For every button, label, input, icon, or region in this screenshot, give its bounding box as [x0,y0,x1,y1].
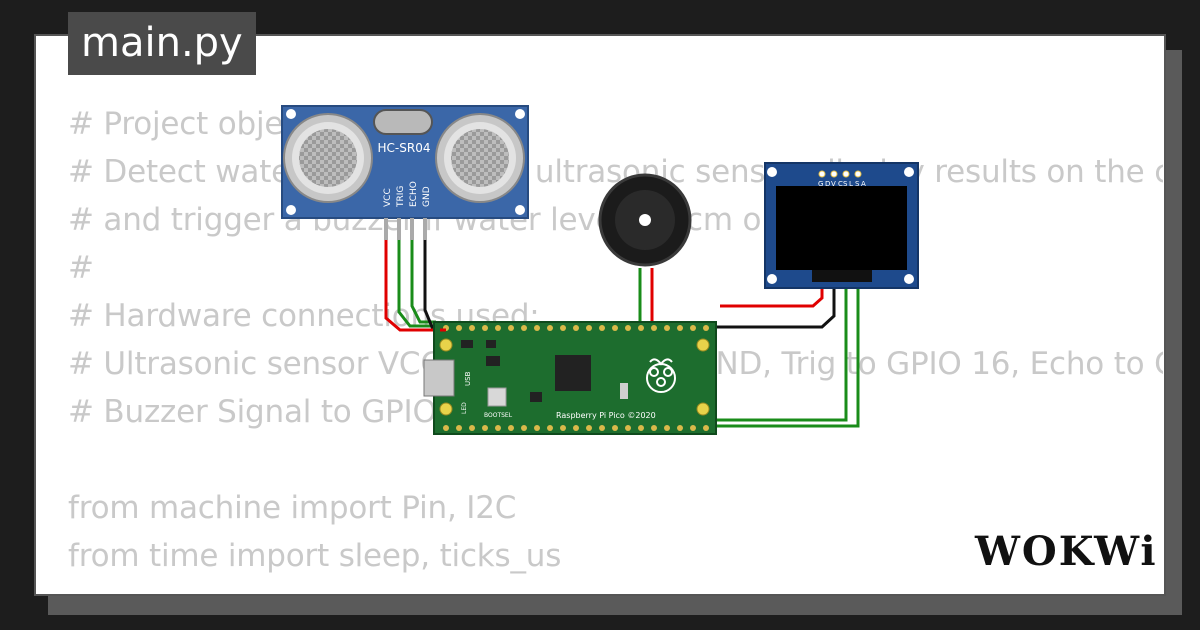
raspberry-logo-icon [646,358,676,393]
usb-port [423,359,455,397]
pico-label-visible: Raspberry Pi Pico ©2020 [556,411,656,420]
pin-label-vcc: VCC [383,188,393,207]
wire-trig[interactable] [397,240,438,328]
preview-card [34,34,1166,596]
pin-label-gnd: GND [422,186,432,207]
usb-label: USB [464,371,472,386]
ultrasonic-transducer-right [435,113,525,203]
oled-pin-g: G [818,180,823,188]
wire-vcc[interactable] [384,240,440,332]
wire-echo[interactable] [410,240,436,324]
oled-pin-d: D [825,180,830,188]
bootsel-label: BOOTSEL [484,412,513,419]
led-label: LED [461,402,468,414]
oled-pin-l: L [849,180,853,188]
bootsel-button[interactable] [487,387,507,407]
oled-pin-a: A [861,180,866,188]
ultrasonic-label: HC-SR04 [378,141,431,155]
code-line: # Detect water level using an ultrasonic… [68,154,1163,190]
file-tab[interactable]: main.py [68,12,256,75]
oled-display[interactable]: G D V C S L S A [764,162,919,289]
pin-label-trig: TRIG [396,186,406,208]
pin-label-echo: ECHO [409,181,419,207]
oled-pin-s2: S [855,180,860,188]
ultrasonic-sensor[interactable]: HC-SR04 VCC TRIG ECHO GND [281,105,529,240]
code-line: # [68,250,94,286]
oled-pin-s1: S [843,180,848,188]
wokwi-logo: WOKWi [975,528,1158,575]
pico-header-pins [443,325,709,431]
rp2040-chip [555,355,591,391]
code-line: from machine import Pin, I2C [68,490,517,526]
raspberry-pi-pico[interactable]: USB BOOTSEL LED Raspberry Pi Pico ©2020 … [423,321,717,435]
oled-pin-c: C [838,180,843,188]
buzzer[interactable] [598,173,692,267]
code-line: from time import sleep, ticks_us [68,538,562,574]
oled-pin-v: V [831,180,836,188]
code-line: # Buzzer Signal to GPIO 15 [68,394,486,430]
ultrasonic-transducer-left [283,113,373,203]
